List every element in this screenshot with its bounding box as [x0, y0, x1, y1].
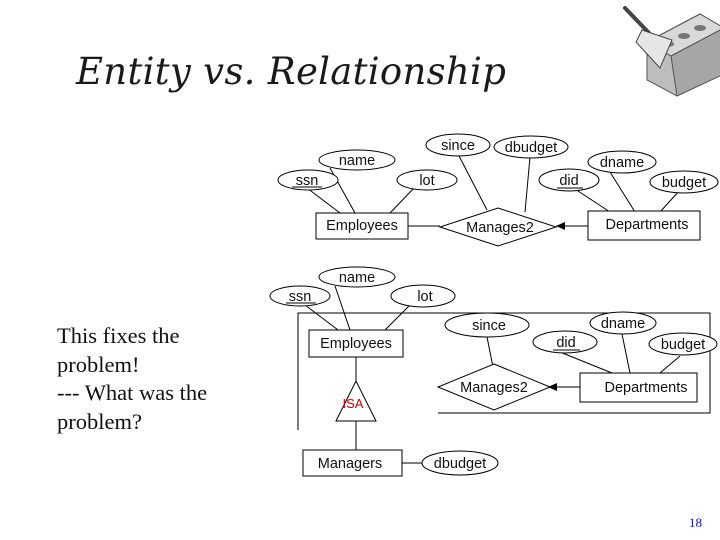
attr-lot-bottom: [390, 284, 456, 308]
attr-dbudget-top-label: dbudget: [505, 140, 557, 156]
attr-dname-top-label: dname: [600, 155, 644, 171]
er-diagram-top: since dbudget name ssn lot did dname bud…: [277, 133, 719, 247]
body-line-3: --- What was the: [57, 380, 208, 405]
entity-employees-top: [315, 212, 409, 240]
attr-dname-bottom: [589, 311, 657, 335]
relationship-manages2-top: [438, 207, 558, 247]
attr-dbudget-top: [493, 135, 569, 159]
relationship-manages2-top-label: Manages2: [466, 220, 534, 236]
er-diagram-bottom: name ssn lot since did dname budget dbud…: [269, 266, 718, 477]
attr-ssn-bottom-label: ssn: [289, 289, 312, 305]
isa-label: ISA: [343, 396, 364, 411]
attr-did-top-label: did: [559, 173, 578, 189]
attr-since-bottom-label: since: [472, 318, 506, 334]
body-line-2: problem!: [57, 351, 140, 377]
attr-budget-top: [649, 170, 719, 194]
entity-departments-bottom-label: Departments: [604, 380, 687, 396]
attr-name-top: [318, 149, 396, 171]
isa-triangle: [335, 379, 377, 422]
entity-managers: [302, 449, 403, 477]
entity-departments-top-label: Departments: [605, 217, 688, 233]
attr-lot-bottom-label: lot: [417, 289, 432, 305]
attr-did-top: [538, 168, 600, 192]
attr-did-bottom: [532, 330, 598, 354]
relationship-manages2-bottom-label: Manages2: [460, 380, 528, 396]
entity-employees-bottom: [308, 329, 404, 358]
attr-dbudget-bottom: [421, 450, 499, 476]
entity-departments-bottom: [579, 372, 698, 403]
attr-name-bottom-label: name: [339, 270, 375, 286]
body-text: This fixes the problem! --- What was the…: [57, 322, 257, 436]
attr-ssn-top: [277, 169, 339, 191]
entity-managers-label: Managers: [318, 456, 382, 472]
attr-since-top-label: since: [441, 138, 475, 154]
attr-dname-top: [587, 150, 657, 174]
attr-dbudget-bottom-label: dbudget: [434, 456, 486, 472]
attr-ssn-top-label: ssn: [296, 173, 319, 189]
slide-title: Entity vs. Relationship: [76, 50, 507, 93]
entity-employees-top-label: Employees: [326, 218, 398, 234]
body-line-4: problem?: [57, 408, 142, 434]
attr-since-top: [425, 133, 491, 157]
entity-departments-top: [587, 210, 701, 241]
attr-lot-top-label: lot: [419, 173, 434, 189]
attr-dname-bottom-label: dname: [601, 316, 645, 332]
attr-ssn-bottom: [269, 285, 331, 307]
attr-name-top-label: name: [339, 153, 375, 169]
attr-budget-bottom: [648, 332, 718, 356]
page-number: 18: [689, 515, 702, 530]
attr-name-bottom: [318, 266, 396, 288]
attr-budget-top-label: budget: [662, 175, 706, 191]
body-line-1: This fixes the: [57, 323, 180, 348]
attr-budget-bottom-label: budget: [661, 337, 705, 353]
attr-since-bottom: [444, 312, 530, 338]
entity-employees-bottom-label: Employees: [320, 336, 392, 352]
attr-did-bottom-label: did: [556, 335, 575, 351]
attr-lot-top: [396, 169, 458, 191]
relationship-manages2-bottom: [436, 363, 552, 411]
